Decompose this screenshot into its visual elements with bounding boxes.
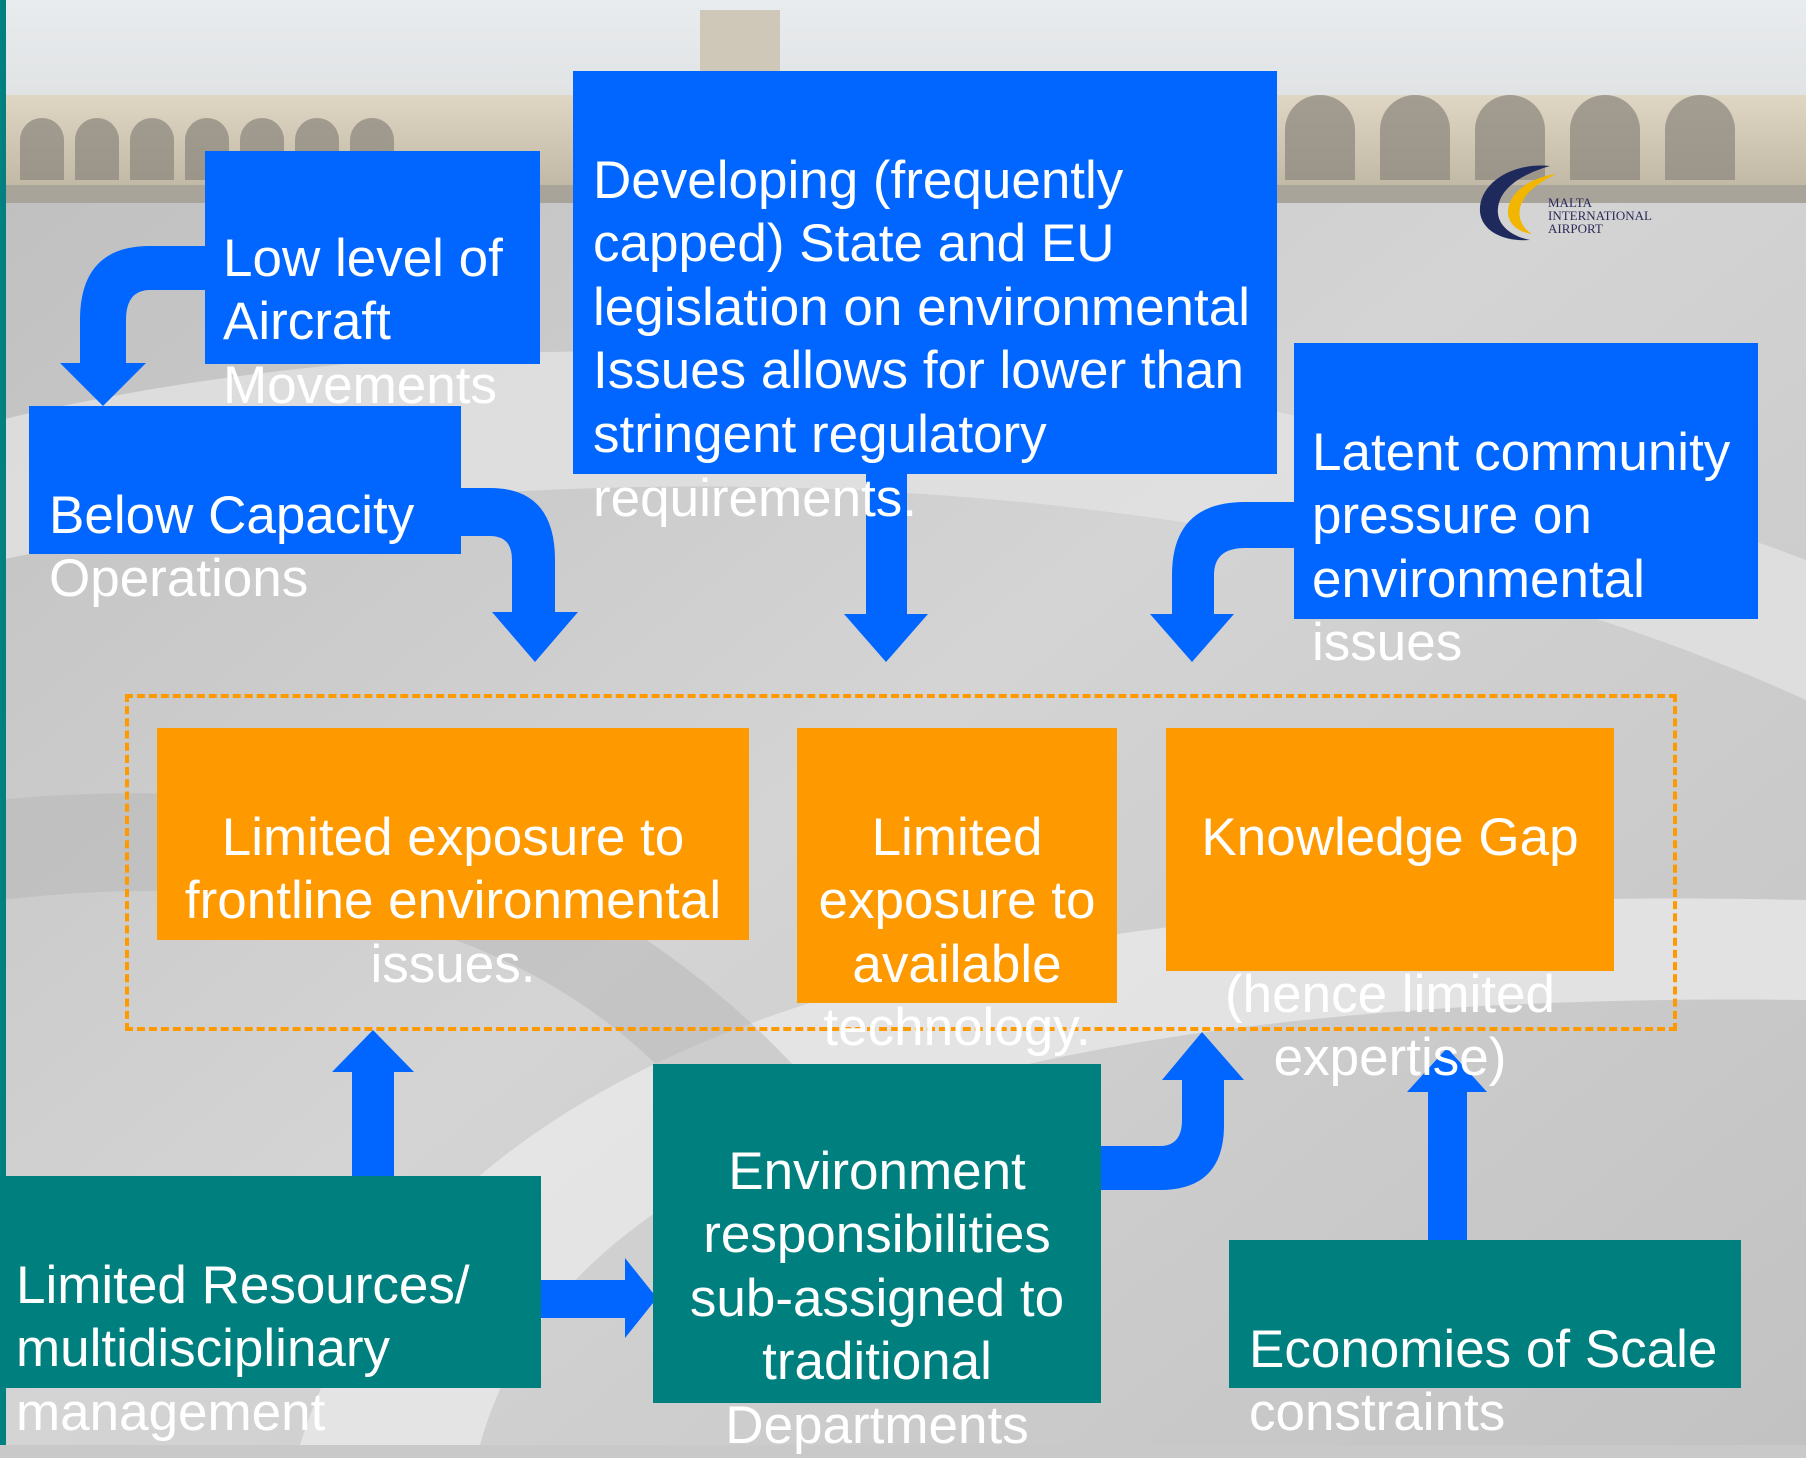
box-legislation-text: Developing (frequently capped) State and… — [593, 150, 1251, 528]
box-limited-resources-text: Limited Resources/ multidisciplinary man… — [16, 1255, 470, 1442]
box-knowledge-gap-subtitle: (hence limited expertise) — [1225, 964, 1555, 1088]
box-latent-community-pressure-text: Latent community pressure on environment… — [1312, 422, 1731, 673]
box-low-aircraft-movements: Low level of Aircraft Movements — [205, 151, 540, 415]
box-economies-of-scale: Economies of Scale constraints — [1229, 1240, 1741, 1442]
box-legislation: Developing (frequently capped) State and… — [573, 71, 1277, 528]
logo-wordmark: MALTA INTERNATIONAL AIRPORT — [1548, 195, 1652, 236]
box-low-aircraft-movements-text: Low level of Aircraft Movements — [223, 228, 503, 415]
box-knowledge-gap-title: Knowledge Gap — [1201, 807, 1579, 867]
dashed-group-border — [125, 694, 1677, 1031]
curved-arrow-env-to-group — [1100, 1032, 1244, 1190]
box-environment-responsibilities-text: Environment responsibilities sub-assigne… — [689, 1141, 1065, 1455]
up-arrow-resources-to-group — [332, 1030, 414, 1178]
box-limited-exposure-technology-text: Limited exposure to available technology… — [818, 807, 1096, 1058]
curved-arrow-low-to-below-capacity — [60, 246, 205, 406]
curved-arrow-community-to-group — [1150, 502, 1296, 662]
box-environment-responsibilities: Environment responsibilities sub-assigne… — [653, 1064, 1101, 1455]
right-arrow-resources-to-env — [540, 1258, 657, 1338]
down-arrow-legislation-to-group — [844, 472, 928, 662]
box-latent-community-pressure: Latent community pressure on environment… — [1294, 343, 1758, 672]
box-limited-exposure-frontline-text: Limited exposure to frontline environmen… — [184, 807, 722, 994]
box-below-capacity-operations-text: Below Capacity Operations — [49, 485, 415, 609]
up-arrow-economies-to-group — [1407, 1048, 1487, 1240]
box-below-capacity-operations: Below Capacity Operations — [29, 406, 461, 608]
malta-airport-logo-icon — [1479, 165, 1556, 241]
box-limited-resources: Limited Resources/ multidisciplinary man… — [0, 1176, 541, 1442]
curved-arrow-below-capacity-to-group — [460, 488, 578, 662]
box-knowledge-gap: Knowledge Gap (hence limited expertise) — [1166, 728, 1614, 1087]
box-limited-exposure-technology: Limited exposure to available technology… — [797, 728, 1117, 1057]
box-limited-exposure-frontline: Limited exposure to frontline environmen… — [157, 728, 749, 994]
box-economies-of-scale-text: Economies of Scale constraints — [1249, 1319, 1718, 1443]
